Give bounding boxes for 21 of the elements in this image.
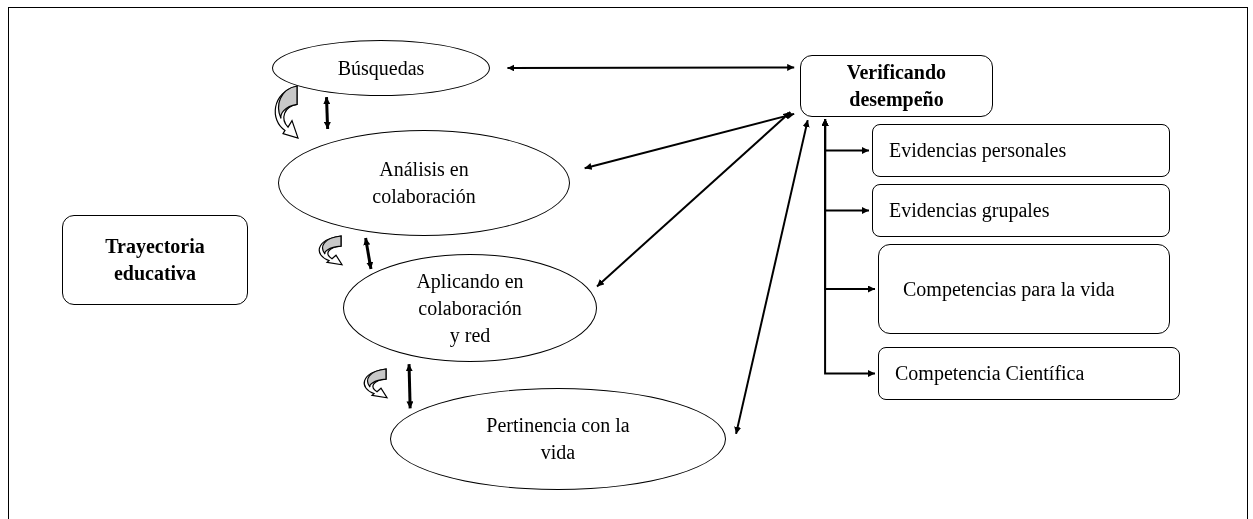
- rounded-box: Competencia Científica: [878, 347, 1180, 400]
- curved-block-arrow: [363, 368, 388, 399]
- arrow: [363, 237, 374, 270]
- rounded-box: Trayectoria educativa: [62, 215, 248, 305]
- arrow: [323, 97, 331, 129]
- rounded-box: Verificando desempeño: [800, 55, 993, 117]
- rounded-box: Evidencias personales: [872, 124, 1170, 177]
- arrow: [821, 118, 876, 377]
- curved-block-arrow: [318, 235, 343, 266]
- ellipse-node: Análisis en colaboración: [278, 130, 570, 236]
- rounded-box: Evidencias grupales: [872, 184, 1170, 237]
- curved-block-arrow: [274, 85, 299, 139]
- ellipse-node: Aplicando en colaboración y red: [343, 254, 597, 362]
- ellipse-node: Pertinencia con la vida: [390, 388, 726, 490]
- arrow: [583, 112, 796, 170]
- rounded-box: Competencias para la vida: [878, 244, 1170, 334]
- arrow: [506, 63, 796, 72]
- arrow: [734, 119, 810, 435]
- ellipse-node: Búsquedas: [272, 40, 490, 96]
- arrow: [596, 111, 792, 288]
- arrow: [405, 364, 414, 409]
